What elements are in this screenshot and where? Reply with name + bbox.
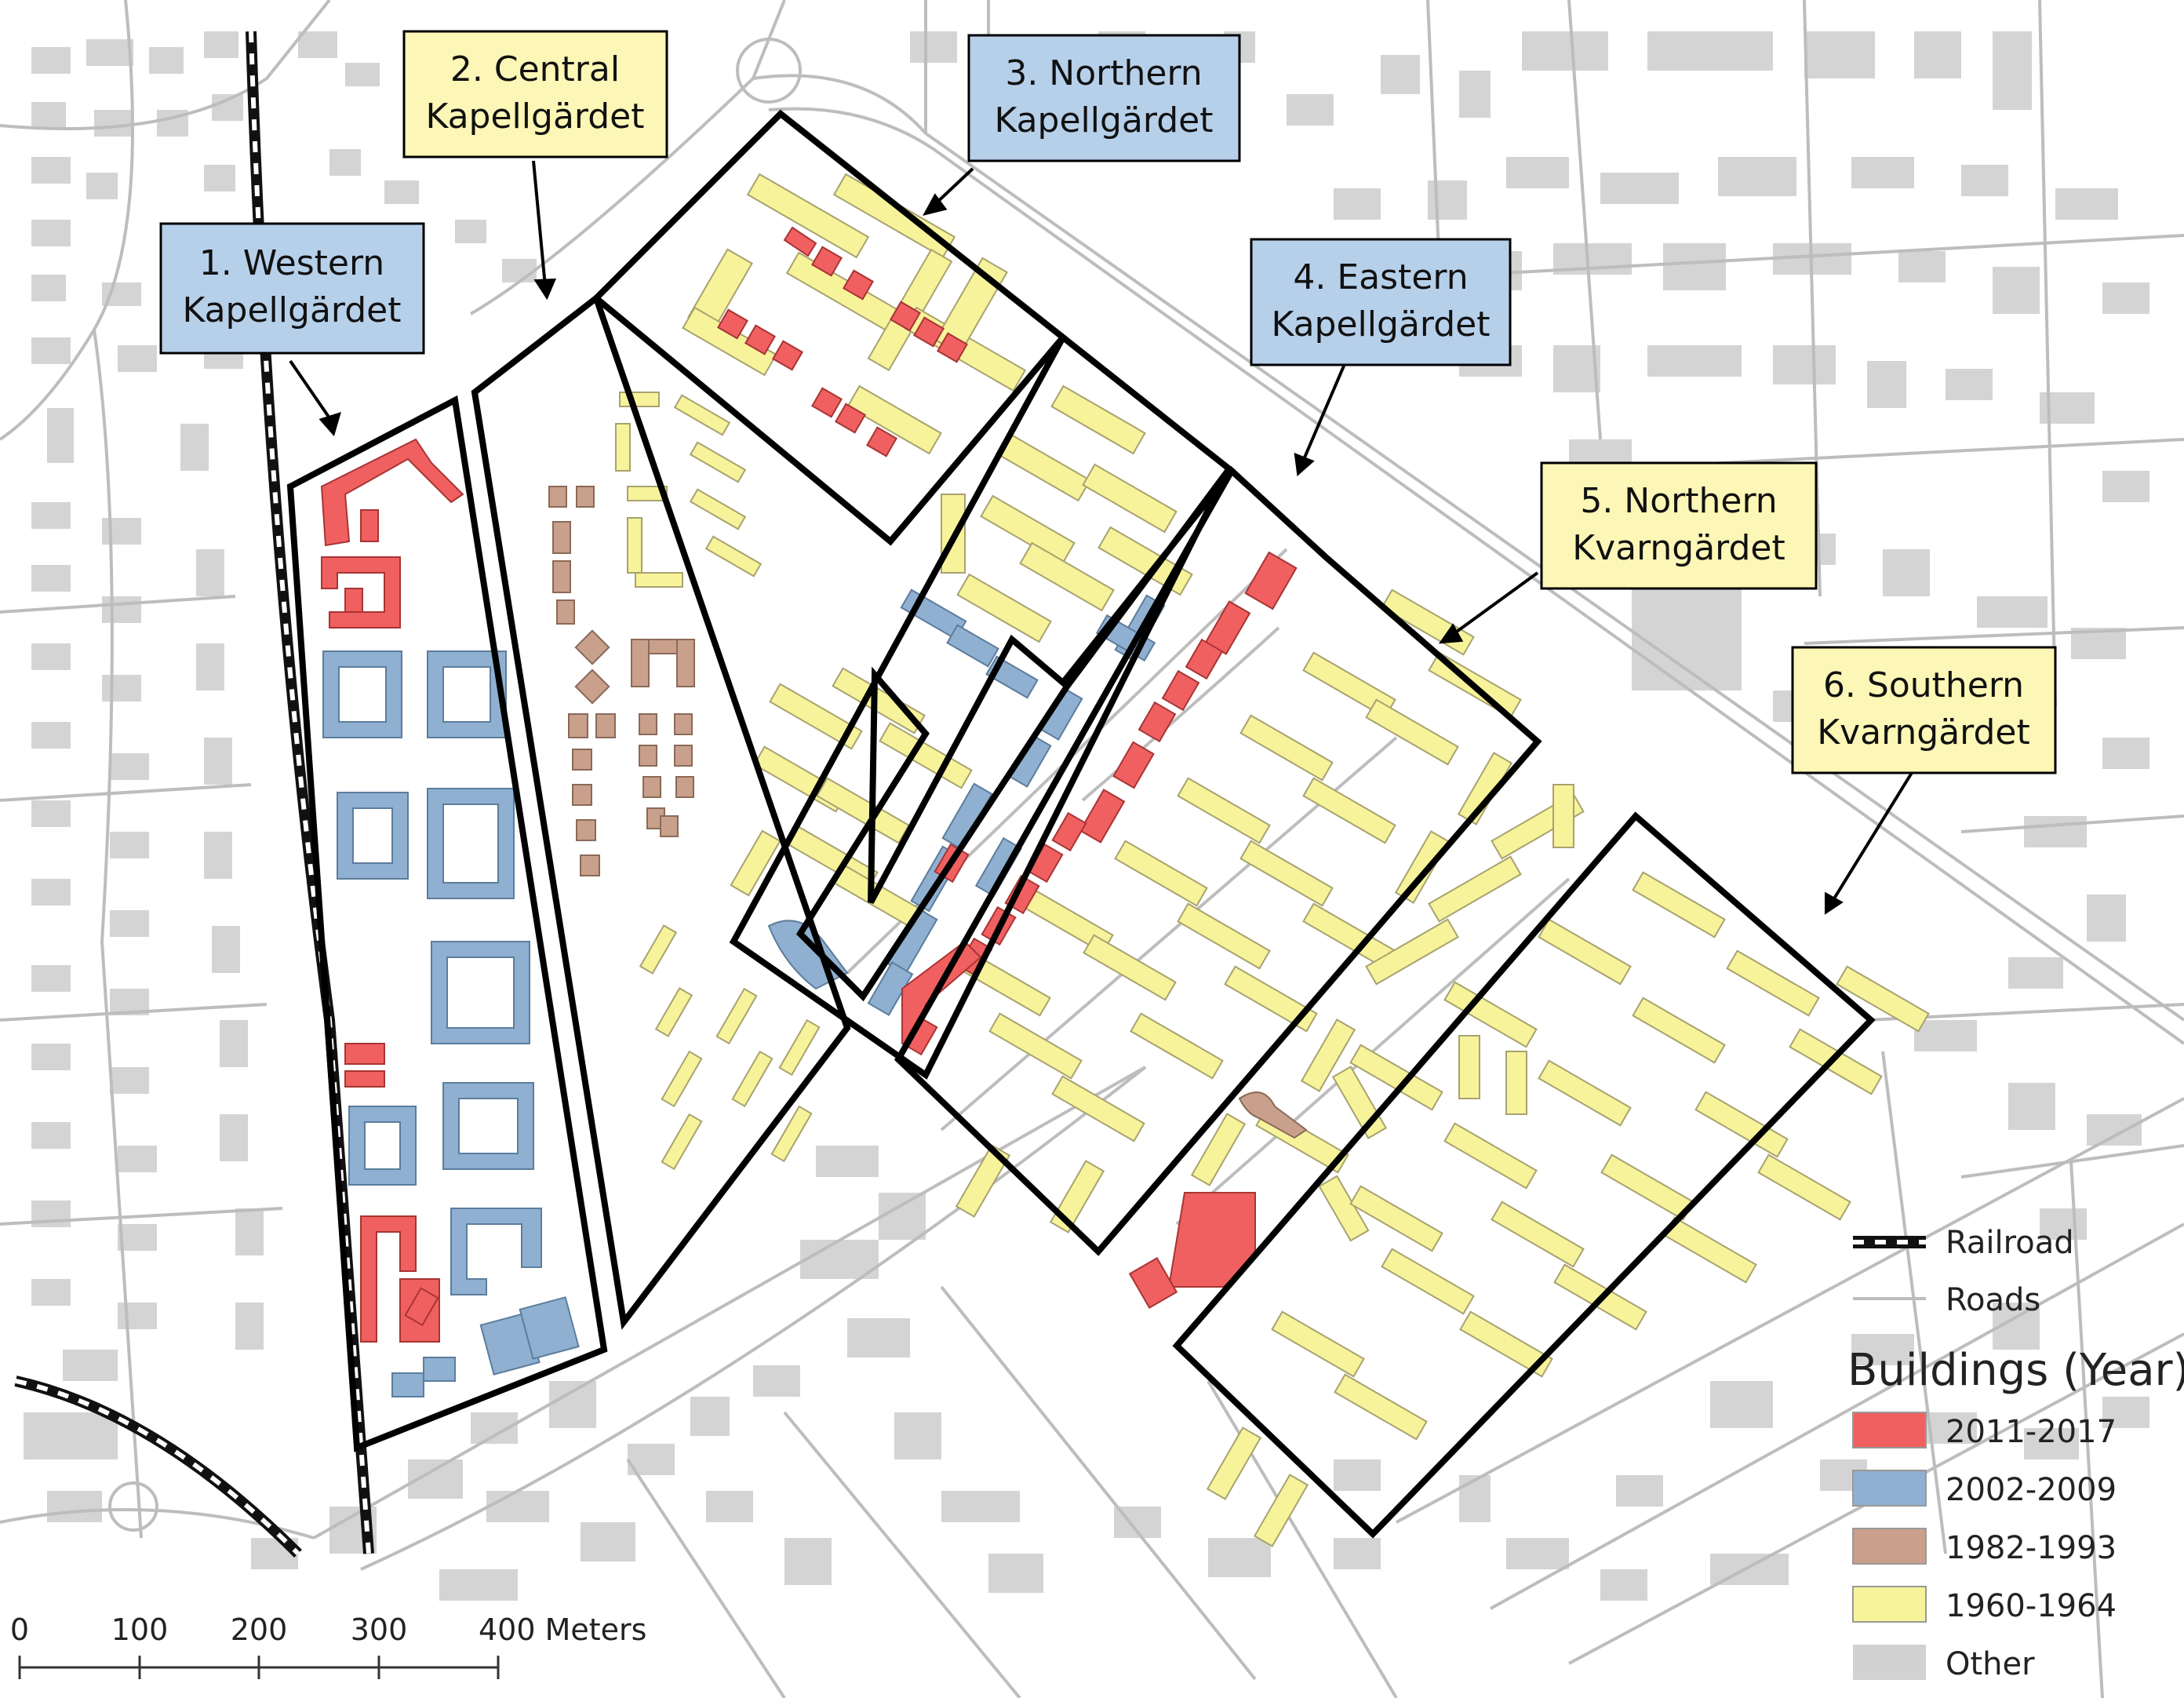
district-outlines: [286, 109, 1876, 1539]
legend-class-label: 1960-1964: [1946, 1588, 2117, 1624]
callout-district-5: 5. Northern Kvarngärdet: [1540, 461, 1818, 590]
buildings-1960-1964: [615, 173, 1930, 1547]
legend-railroad: Railroad: [1853, 1225, 2074, 1261]
callout-district-3: 3. Northern Kapellgärdet: [967, 34, 1241, 162]
district-5-outline: [894, 465, 1542, 1256]
callout-district-4: 4. Eastern Kapellgärdet: [1250, 238, 1512, 366]
district-6-label-line1: 6. Southern: [1823, 665, 2024, 705]
callout-arrows: [289, 160, 1916, 915]
legend: Railroad Roads Buildings (Year) 2011-201…: [1847, 1225, 2184, 1682]
district-6-label-line2: Kvarngärdet: [1817, 712, 2030, 752]
legend-title: Buildings (Year): [1847, 1345, 2184, 1396]
district-2-label-line2: Kapellgärdet: [426, 97, 645, 137]
scale-tick-label: 0: [10, 1612, 29, 1647]
district-4-outline: [729, 332, 1236, 1080]
legend-roads: Roads: [1853, 1282, 2040, 1318]
district-4-label-line2: Kapellgärdet: [1272, 304, 1491, 344]
scale-bar: 0 100 200 300 400 Meters: [10, 1612, 646, 1679]
legend-class-other: Other: [1853, 1645, 2035, 1682]
legend-class-label: 2011-2017: [1946, 1414, 2117, 1450]
legend-class-label: 1982-1993: [1946, 1530, 2117, 1566]
scale-tick-label: 200: [231, 1612, 288, 1647]
district-3-label-line1: 3. Northern: [1005, 53, 1202, 93]
district-3-label-line2: Kapellgärdet: [995, 100, 1214, 140]
legend-railroad-label: Railroad: [1946, 1225, 2074, 1261]
district-5-label-line2: Kvarngärdet: [1572, 528, 1785, 568]
scale-tick-label: 100: [111, 1612, 169, 1647]
callout-district-6: 6. Southern Kvarngärdet: [1791, 646, 2057, 774]
legend-class-1982-1993: 1982-1993: [1852, 1528, 2117, 1566]
legend-class-1960-1964: 1960-1964: [1852, 1586, 2117, 1624]
district-5-label-line1: 5. Northern: [1580, 481, 1777, 521]
callout-district-1: 1. Western Kapellgärdet: [159, 222, 425, 355]
buildings-1982-1993: [548, 486, 1308, 1139]
district-2-label-line1: 2. Central: [450, 49, 620, 89]
scale-tick-label: 400 Meters: [479, 1612, 646, 1647]
district-6-outline: [1172, 811, 1876, 1539]
district-1-label-line2: Kapellgärdet: [183, 290, 402, 330]
legend-class-label: Other: [1946, 1646, 2035, 1682]
scale-tick-label: 300: [351, 1612, 408, 1647]
district-1-outline: [286, 395, 608, 1452]
legend-class-label: 2002-2009: [1946, 1472, 2117, 1508]
district-1-label-line1: 1. Western: [199, 243, 384, 283]
district-2-outline: [471, 293, 851, 1330]
legend-roads-label: Roads: [1946, 1282, 2040, 1318]
legend-class-2011-2017: 2011-2017: [1852, 1412, 2117, 1450]
district-4-label-line1: 4. Eastern: [1293, 257, 1468, 297]
callout-district-2: 2. Central Kapellgärdet: [402, 30, 668, 159]
legend-class-2002-2009: 2002-2009: [1852, 1470, 2117, 1508]
